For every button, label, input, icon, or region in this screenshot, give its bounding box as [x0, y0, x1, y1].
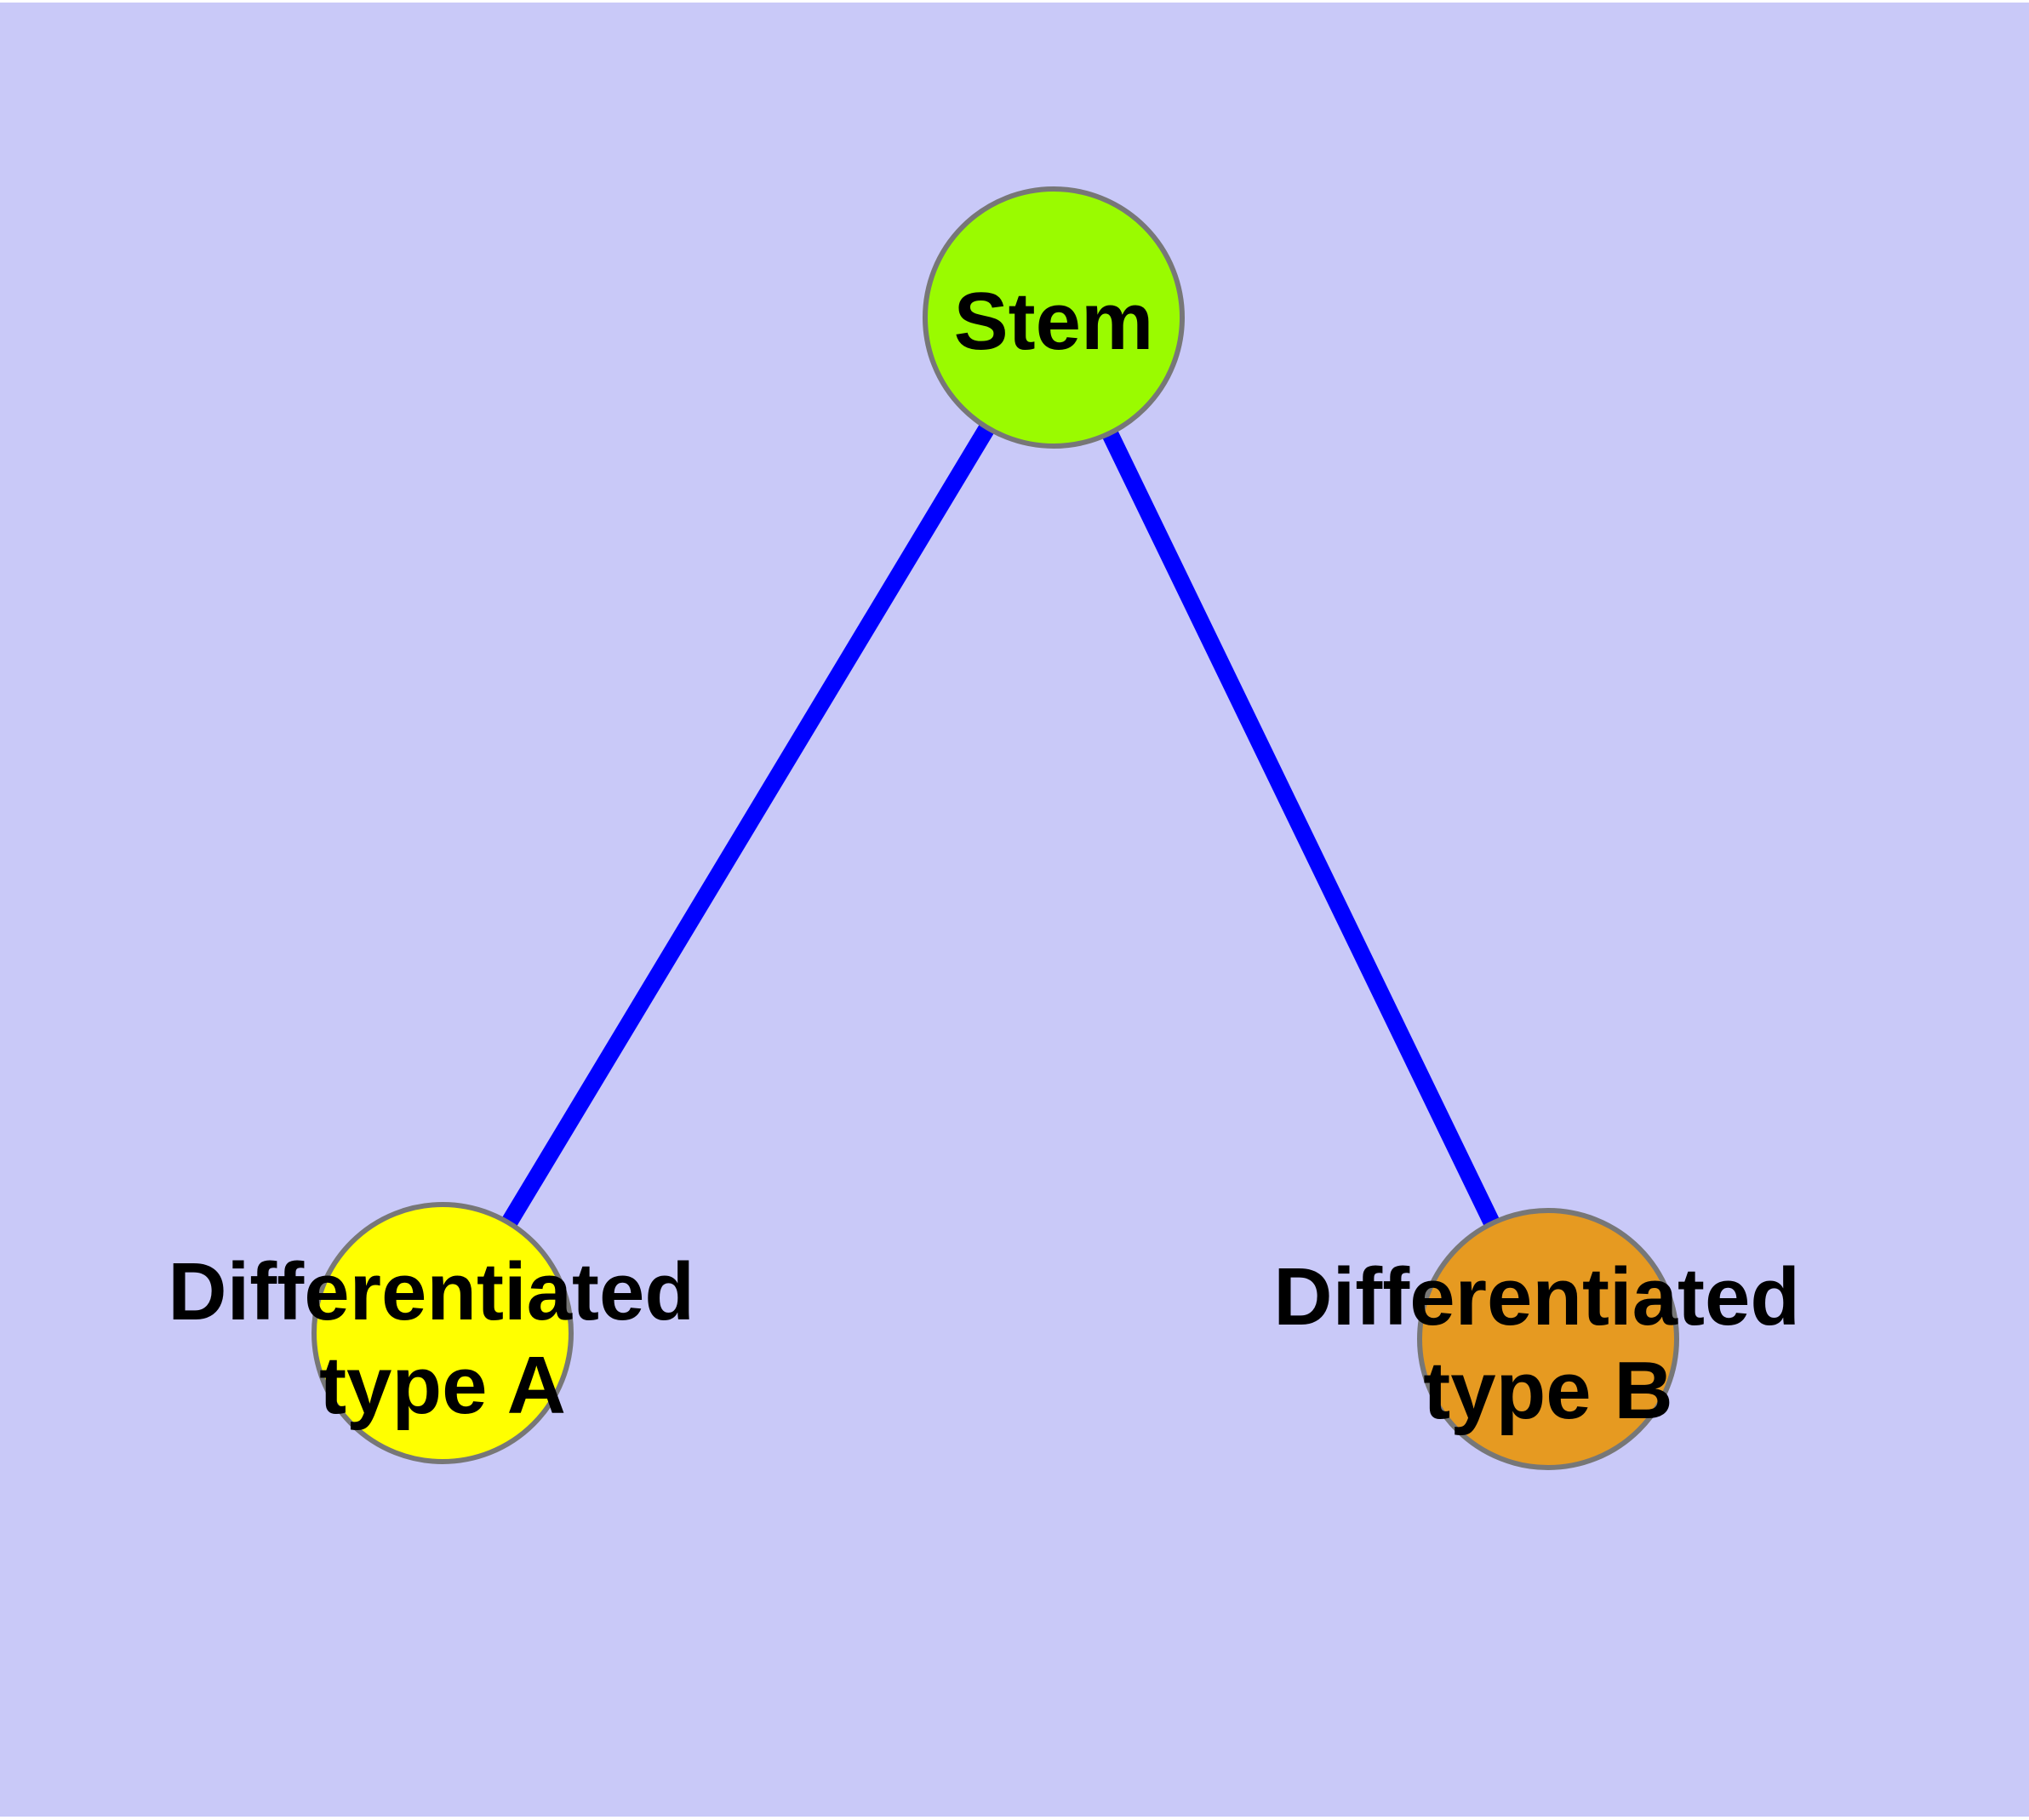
node-type-a-label: Differentiated type A	[168, 1246, 717, 1431]
edge-stem-to-type-a	[435, 312, 1061, 1338]
node-type-a-label-line-2: type A	[319, 1340, 566, 1431]
node-stem	[923, 186, 1185, 449]
node-stem-label: Stem	[954, 276, 1154, 367]
node-type-b-label-line-2: type B	[1423, 1345, 1672, 1436]
node-differentiated-type-a	[311, 1202, 574, 1464]
node-type-a-label-line-1: Differentiated	[168, 1246, 694, 1337]
node-type-b-label: Differentiated type B	[1273, 1251, 1822, 1436]
node-type-b-label-line-1: Differentiated	[1273, 1251, 1800, 1342]
edge-stem-to-type-b	[1045, 313, 1557, 1343]
node-differentiated-type-b	[1417, 1208, 1679, 1470]
